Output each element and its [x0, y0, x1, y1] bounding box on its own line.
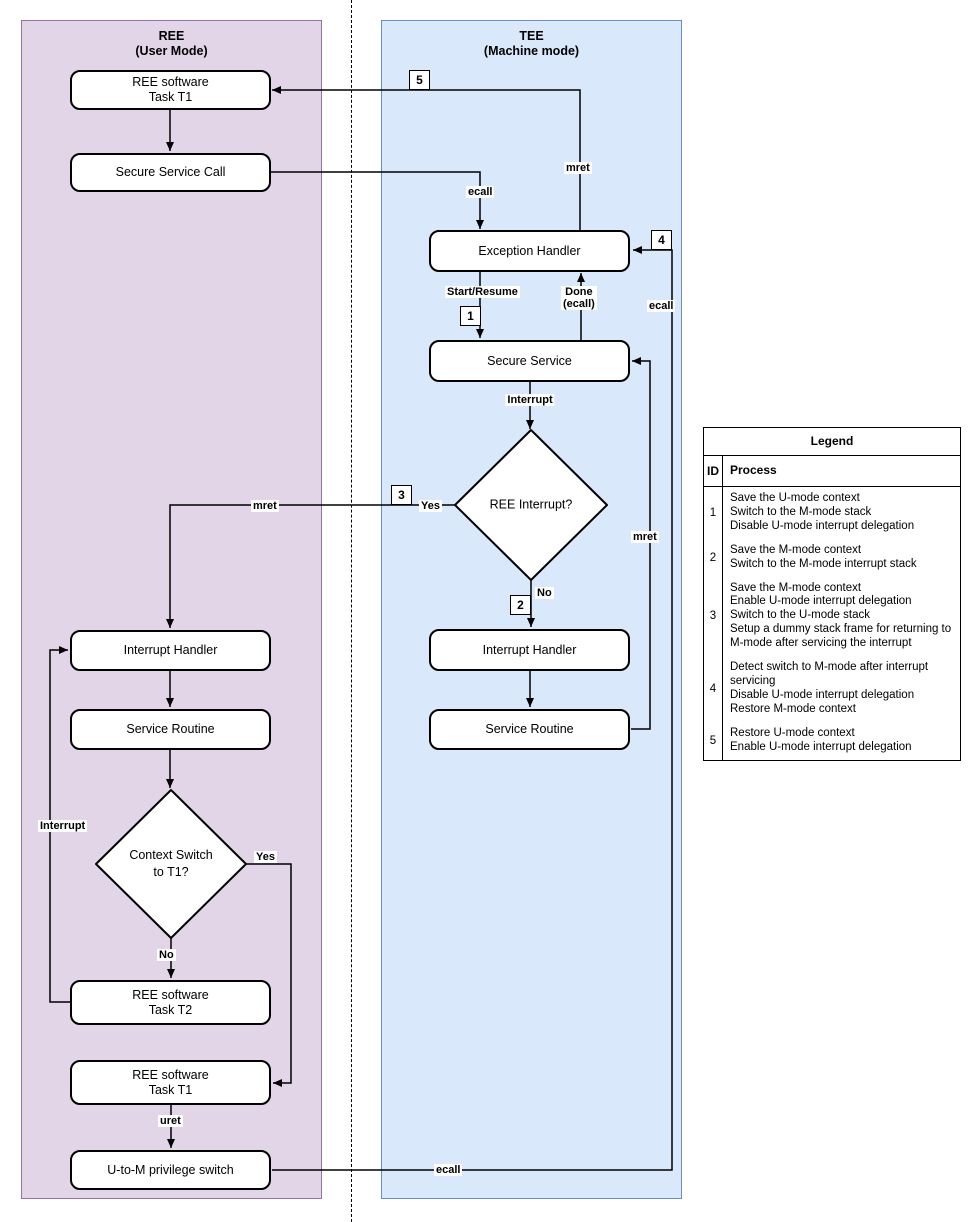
node-u-to-m-switch: U-to-M privilege switch	[70, 1150, 271, 1190]
legend-row-5: 5 Restore U-mode context Enable U-mode i…	[704, 721, 960, 760]
node-label: Secure Service	[487, 353, 572, 368]
label-ecall-call: ecall	[466, 186, 495, 198]
label-ecall-up: ecall	[647, 300, 676, 312]
label-no-ree: No	[157, 949, 176, 961]
badge-step-2: 2	[510, 595, 531, 615]
node-label: Service Routine	[126, 722, 215, 736]
legend-row-2: 2 Save the M-mode context Switch to the …	[704, 538, 960, 577]
legend-row-process: Save the U-mode context Switch to the M-…	[730, 492, 915, 532]
legend-title: Legend	[704, 428, 960, 456]
ree-panel-title: REE (User Mode)	[135, 29, 208, 58]
label-context-switch-diamond: Context Switch to T1?	[129, 848, 213, 879]
badge-step-5: 5	[409, 70, 430, 90]
label-no-tee: No	[535, 587, 554, 599]
node-label: REE software Task T1	[132, 1067, 209, 1097]
legend-row-process: Save the M-mode context Enable U-mode in…	[730, 581, 952, 650]
node-label: Interrupt Handler	[482, 642, 577, 657]
legend-row-4: 4 Detect switch to M-mode after interrup…	[704, 656, 960, 722]
node-ree-interrupt-handler: Interrupt Handler	[70, 630, 271, 671]
legend-row-id: 4	[704, 656, 723, 722]
label-mret-service: mret	[631, 531, 659, 543]
node-exception-handler: Exception Handler	[429, 230, 630, 272]
node-secure-service-call: Secure Service Call	[70, 153, 271, 192]
node-secure-service: Secure Service	[429, 340, 630, 382]
legend-row-3: 3 Save the M-mode context Enable U-mode …	[704, 576, 960, 657]
label-ree-interrupt-diamond: REE Interrupt?	[489, 497, 573, 512]
tee-panel-title: TEE (Machine mode)	[483, 29, 580, 58]
label-ecall-bottom: ecall	[434, 1164, 463, 1176]
node-label: U-to-M privilege switch	[107, 1162, 234, 1177]
node-label: Exception Handler	[478, 243, 581, 258]
legend-col-id: ID	[704, 456, 723, 486]
node-label: Service Routine	[485, 722, 574, 736]
legend-row-1: 1 Save the U-mode context Switch to the …	[704, 487, 960, 539]
label-uret: uret	[158, 1115, 183, 1127]
legend-row-id: 1	[704, 487, 723, 539]
legend-row-process: Restore U-mode context Enable U-mode int…	[730, 726, 912, 753]
label-mret-return: mret	[564, 162, 592, 174]
badge-step-3: 3	[391, 485, 412, 505]
node-ree-task-t1-bottom: REE software Task T1	[70, 1060, 271, 1105]
node-tee-service-routine: Service Routine	[429, 709, 630, 750]
node-label: Interrupt Handler	[123, 643, 218, 657]
node-ree-task-t2: REE software Task T2	[70, 980, 271, 1025]
node-label: REE software Task T2	[132, 987, 209, 1017]
legend-header-row: ID Process	[704, 456, 960, 487]
badge-step-1: 1	[460, 306, 481, 326]
node-ree-service-routine: Service Routine	[70, 709, 271, 750]
label-yes-tee: Yes	[419, 500, 442, 512]
label-done-ecall: Done (ecall)	[561, 286, 597, 310]
legend-table: Legend ID Process 1 Save the U-mode cont…	[703, 427, 961, 761]
node-label: Secure Service Call	[115, 165, 226, 179]
label-yes-ree: Yes	[254, 851, 277, 863]
legend-row-id: 3	[704, 576, 723, 657]
node-tee-interrupt-handler: Interrupt Handler	[429, 629, 630, 671]
label-mret-yes: mret	[251, 500, 279, 512]
legend-row-id: 5	[704, 721, 723, 760]
node-ree-task-t1-top: REE software Task T1	[70, 70, 271, 110]
tee-panel: TEE (Machine mode)	[381, 20, 682, 1199]
label-interrupt-ree: Interrupt	[38, 820, 88, 832]
legend-row-process: Detect switch to M-mode after interrupt …	[730, 661, 929, 715]
legend-row-process: Save the M-mode context Switch to the M-…	[730, 543, 917, 570]
node-label: REE software Task T1	[132, 75, 209, 104]
badge-step-4: 4	[651, 230, 672, 250]
label-start-resume: Start/Resume	[445, 286, 520, 298]
label-interrupt-tee: Interrupt	[505, 394, 555, 406]
legend-col-process: Process	[730, 463, 777, 478]
privilege-boundary-dashed-line	[351, 0, 352, 1222]
legend-row-id: 2	[704, 538, 723, 577]
